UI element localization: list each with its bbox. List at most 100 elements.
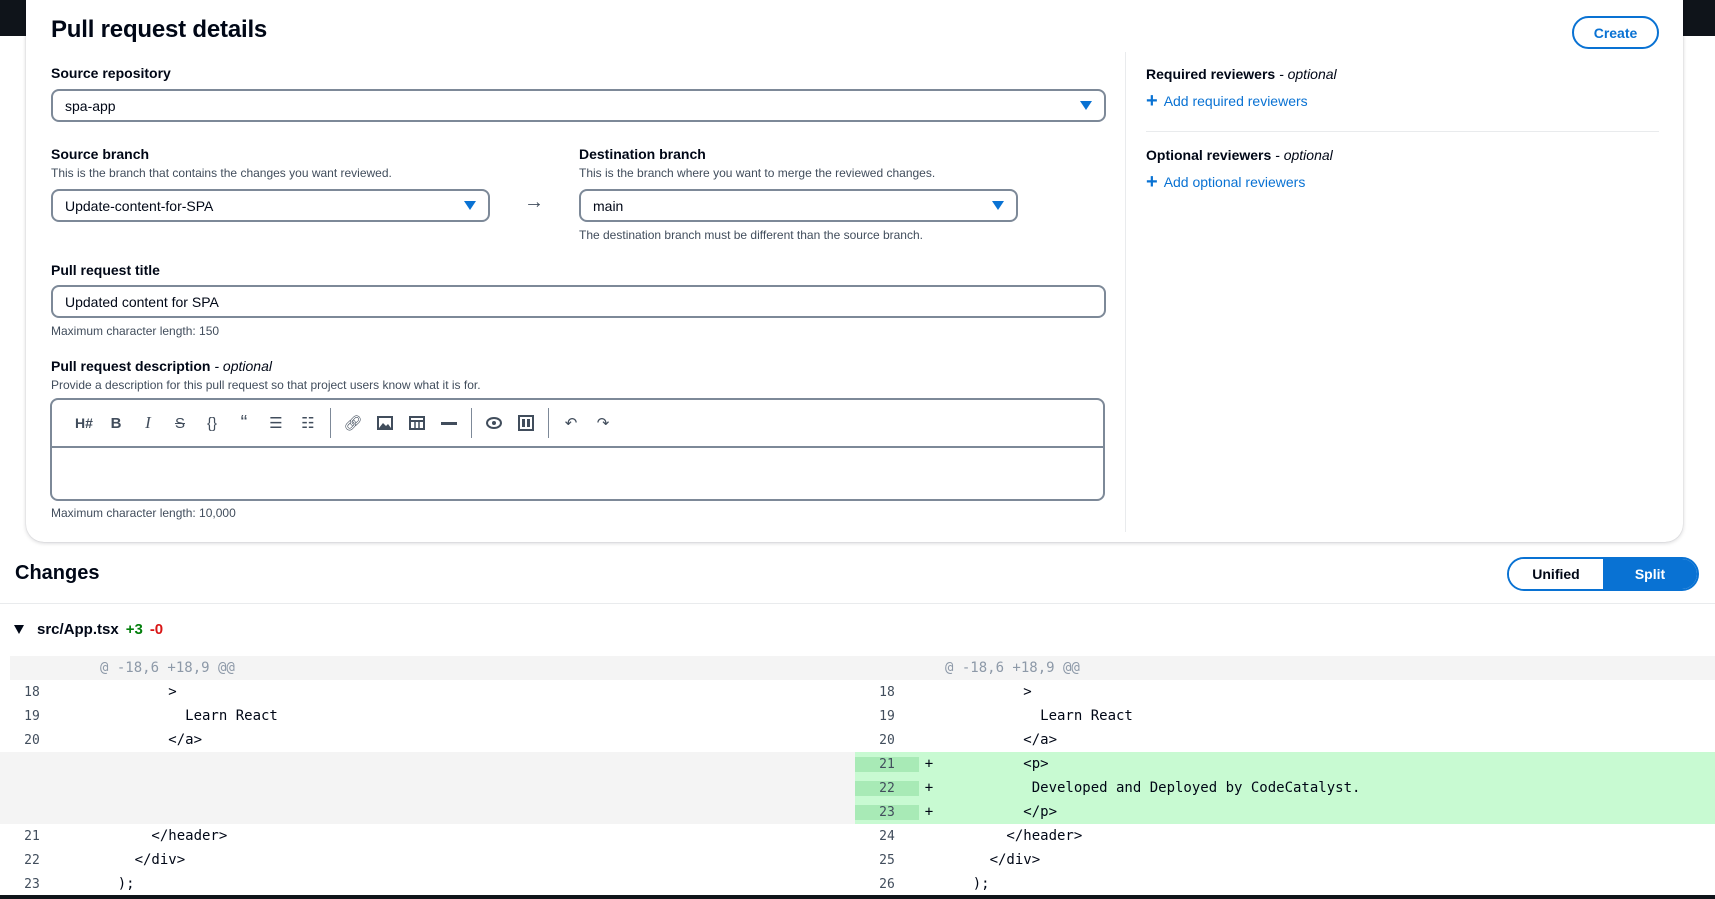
hunk-text: @ -18,6 +18,9 @@ xyxy=(945,660,1080,676)
changes-divider xyxy=(0,603,1715,604)
diff-line-added: 23 + </p> xyxy=(855,800,1715,824)
changes-title: Changes xyxy=(15,562,100,584)
strikethrough-icon[interactable]: S xyxy=(174,414,185,432)
diff-line: 21 </header> xyxy=(0,824,855,848)
caret-down-icon xyxy=(1080,101,1092,110)
code-text: <p> xyxy=(939,756,1049,772)
split-view-icon[interactable] xyxy=(510,407,542,439)
plus-icon: + xyxy=(1146,90,1158,112)
pr-description-textarea[interactable] xyxy=(52,448,1103,499)
optional-reviewers-label-text: Optional reviewers xyxy=(1146,147,1272,163)
code-text: ); xyxy=(84,876,135,892)
hunk-header: @ -18,6 +18,9 @@ xyxy=(10,656,869,680)
diff-line: 26 ); xyxy=(855,872,1715,896)
bold-icon[interactable]: B xyxy=(110,414,122,432)
destination-branch-description: This is the branch where you want to mer… xyxy=(579,166,936,180)
code-text: </div> xyxy=(84,852,186,868)
bullet-list-icon[interactable]: ☰ xyxy=(269,415,283,432)
diff-line: 22 </div> xyxy=(0,848,855,872)
diff-line: 18 > xyxy=(0,680,855,704)
source-branch-label: Source branch xyxy=(51,146,150,162)
add-required-reviewers-link[interactable]: + Add required reviewers xyxy=(1146,90,1308,112)
destination-branch-select[interactable]: main xyxy=(579,189,1018,222)
code-text: </a> xyxy=(84,732,203,748)
split-view-button[interactable]: Split xyxy=(1603,559,1697,589)
diff-line: 25 </div> xyxy=(855,848,1715,872)
redo-icon[interactable]: ↷ xyxy=(596,415,610,432)
arrow-right-icon: → xyxy=(524,191,544,213)
quote-icon[interactable]: “ xyxy=(240,411,248,434)
code-text: </p> xyxy=(939,804,1058,820)
diff-line: 23 ); xyxy=(0,872,855,896)
heading-icon[interactable]: H# xyxy=(75,415,93,431)
pr-description-description: Provide a description for this pull requ… xyxy=(51,378,481,392)
source-repository-select[interactable]: spa-app xyxy=(51,89,1106,122)
diff-line xyxy=(0,800,855,824)
source-branch-value: Update-content-for-SPA xyxy=(65,197,214,214)
line-number: 24 xyxy=(879,828,895,844)
pr-description-label: Pull request description - optional xyxy=(51,358,272,374)
image-icon[interactable] xyxy=(369,407,401,439)
caret-down-icon xyxy=(992,201,1004,210)
pr-description-label-text: Pull request description xyxy=(51,358,211,374)
pr-title-label: Pull request title xyxy=(51,262,160,278)
destination-branch-hint: The destination branch must be different… xyxy=(579,228,923,242)
diff-line xyxy=(0,776,855,800)
diff-line xyxy=(0,752,855,776)
add-required-reviewers-text: Add required reviewers xyxy=(1163,93,1308,109)
code-text: </header> xyxy=(84,828,228,844)
file-header[interactable]: src/App.tsx +3 -0 xyxy=(14,621,163,638)
editor-toolbar: H# B I S {} “ ☰ ☷ 🔗︎ xyxy=(52,400,1103,448)
optional-tag: - optional xyxy=(214,358,272,374)
destination-branch-value: main xyxy=(593,197,624,214)
line-number: 21 xyxy=(24,828,40,844)
source-branch-select[interactable]: Update-content-for-SPA xyxy=(51,189,490,222)
undo-icon[interactable]: ↶ xyxy=(564,415,578,432)
bottom-edge-bar xyxy=(0,895,1715,899)
line-number: 22 xyxy=(24,852,40,868)
table-icon[interactable] xyxy=(401,407,433,439)
diff-line: 19 Learn React xyxy=(0,704,855,728)
create-button[interactable]: Create xyxy=(1572,16,1659,49)
toolbar-separator xyxy=(548,408,549,438)
line-number: 18 xyxy=(24,684,40,700)
line-number: 26 xyxy=(879,876,895,892)
preview-icon[interactable] xyxy=(478,407,510,439)
line-number: 20 xyxy=(24,732,40,748)
line-number: 20 xyxy=(879,732,895,748)
diff-marker: + xyxy=(924,780,934,796)
line-number: 21 xyxy=(855,756,919,772)
destination-branch-label: Destination branch xyxy=(579,146,706,162)
link-icon[interactable]: 🔗︎ xyxy=(343,415,363,432)
diff-left-pane: @ -18,6 +18,9 @@ 18 >19 Learn React 20 </… xyxy=(0,656,869,896)
line-number: 22 xyxy=(855,780,919,796)
hunk-header: @ -18,6 +18,9 @@ xyxy=(855,656,1715,680)
unified-view-button[interactable]: Unified xyxy=(1509,559,1603,589)
line-number: 19 xyxy=(24,708,40,724)
diff-line: 19 Learn React xyxy=(855,704,1715,728)
diff-line: 18 > xyxy=(855,680,1715,704)
code-text: Learn React xyxy=(939,708,1133,724)
optional-reviewers-label: Optional reviewers - optional xyxy=(1146,147,1333,163)
pr-title-input[interactable] xyxy=(51,285,1106,318)
code-icon[interactable]: {} xyxy=(206,414,218,432)
pr-title-hint: Maximum character length: 150 xyxy=(51,324,220,338)
horizontal-rule-icon[interactable] xyxy=(433,407,465,439)
italic-icon[interactable]: I xyxy=(145,413,151,432)
line-number: 23 xyxy=(855,804,919,820)
add-optional-reviewers-link[interactable]: + Add optional reviewers xyxy=(1146,172,1306,192)
pr-description-hint: Maximum character length: 10,000 xyxy=(51,506,236,520)
numbered-list-icon[interactable]: ☷ xyxy=(301,415,315,432)
code-text: Developed and Deployed by CodeCatalyst. xyxy=(939,780,1361,796)
diff-marker: + xyxy=(924,756,934,772)
toolbar-separator xyxy=(471,408,472,438)
diff-line: 20 </a> xyxy=(855,728,1715,752)
line-number: 19 xyxy=(879,708,895,724)
diff-marker: + xyxy=(924,804,934,820)
code-text: </a> xyxy=(939,732,1058,748)
code-text: </div> xyxy=(939,852,1041,868)
add-optional-reviewers-text: Add optional reviewers xyxy=(1163,174,1306,190)
toolbar-separator xyxy=(330,408,331,438)
caret-down-icon xyxy=(464,201,476,210)
